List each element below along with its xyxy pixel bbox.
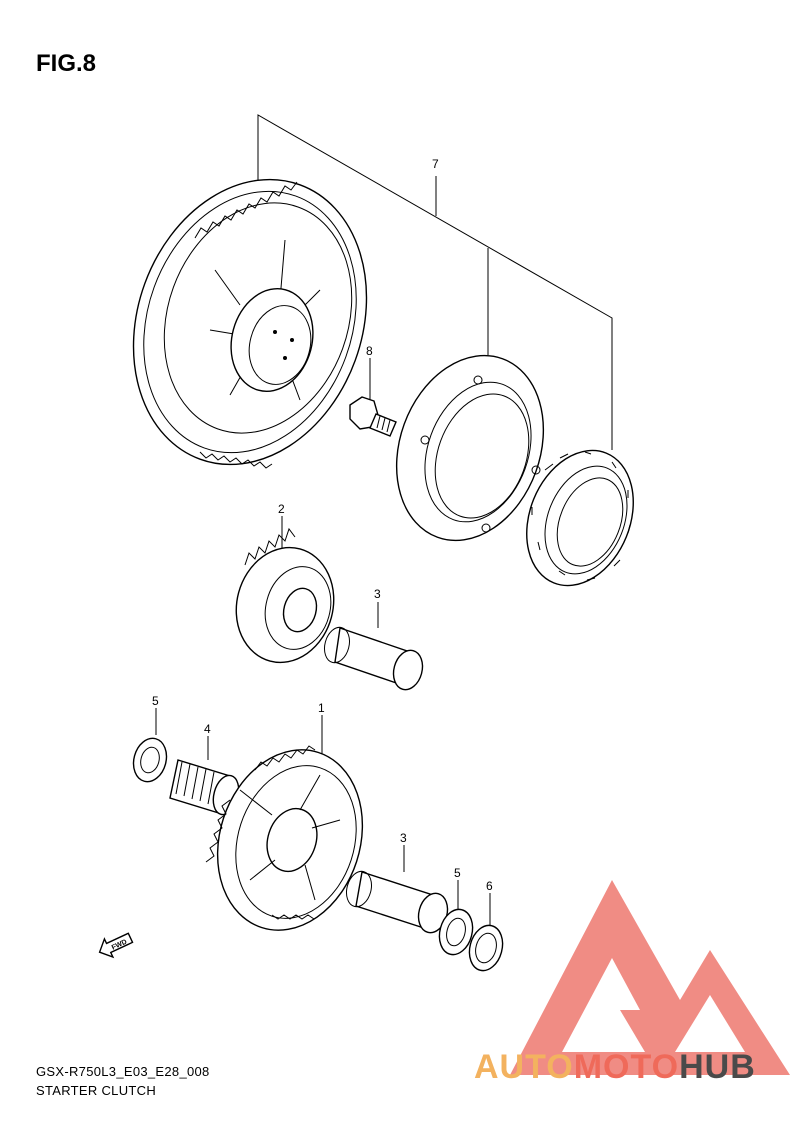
callout-5-right: 5 [454, 866, 461, 880]
starter-clutch-gear-1 [205, 715, 364, 931]
figure-title: FIG.8 [36, 50, 97, 77]
callout-4: 4 [204, 722, 211, 736]
washer-6 [468, 893, 504, 972]
watermark-logo-mark [510, 880, 790, 1075]
bolt-8 [349, 358, 397, 437]
assembly-bracket-7 [257, 114, 613, 450]
callout-6: 6 [486, 879, 493, 893]
callout-8: 8 [366, 344, 373, 358]
callout-5-left: 5 [152, 694, 159, 708]
watermark-moto: MOTO [573, 1048, 680, 1086]
callout-7: 7 [432, 157, 439, 171]
callout-2: 2 [278, 502, 285, 516]
diagram-name: STARTER CLUTCH [36, 1083, 157, 1098]
clutch-housing-ring [395, 354, 545, 542]
diagram-code: GSX-R750L3_E03_E28_008 [36, 1064, 210, 1079]
callout-1: 1 [318, 701, 325, 715]
idle-gear-2 [235, 516, 335, 664]
shaft-3-lower [346, 845, 449, 934]
callout-3-upper: 3 [374, 587, 381, 601]
callout-3-lower: 3 [400, 831, 407, 845]
shaft-3-upper [324, 602, 424, 691]
watermark-hub: HUB [679, 1048, 756, 1086]
fwd-direction-arrow: FWD [98, 932, 134, 959]
watermark-auto: AUTO [474, 1048, 574, 1086]
washer-5-left [132, 708, 168, 783]
washer-5-right [438, 880, 474, 956]
watermark-brand-text: AUTOMOTOHUB [474, 1048, 756, 1087]
starter-gear-large [132, 178, 368, 469]
one-way-clutch [526, 449, 634, 587]
